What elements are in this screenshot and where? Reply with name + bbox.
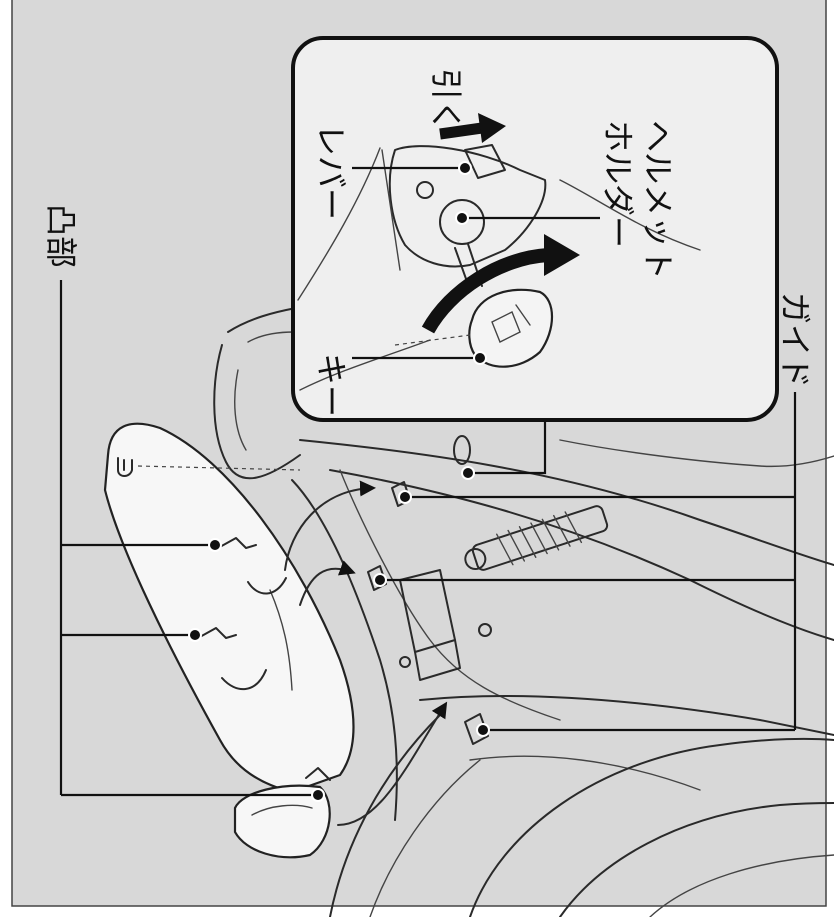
guide-mark-2 <box>367 565 387 591</box>
label-helmet-holder-line2: ホルダー <box>599 120 637 248</box>
seat-main <box>103 422 355 794</box>
seat-hook-curve-2 <box>221 669 267 691</box>
motorcycle-body <box>213 307 834 917</box>
leader-dot-protrusion-1 <box>208 538 222 552</box>
protrusion-mark-3 <box>305 767 331 781</box>
rear-tire-middle <box>559 802 834 917</box>
frame-rail-lower <box>329 469 834 641</box>
helmet-holder-body <box>388 145 547 268</box>
key-logo <box>491 304 531 343</box>
lower-panel <box>469 755 701 791</box>
inner-body-line <box>339 469 561 721</box>
shock-eye <box>464 548 487 571</box>
protrusion-mark-1 <box>217 537 257 549</box>
leader-dot-guide-1 <box>398 490 412 504</box>
helmet-holder-bracket <box>381 149 401 271</box>
leader-dot-key <box>473 351 487 365</box>
label-helmet-holder-line1: ヘルメット <box>639 120 677 280</box>
seat-logo-icon <box>117 457 133 477</box>
seat-logo-dashed-line <box>137 465 301 471</box>
holder-cylinder <box>439 199 485 245</box>
rear-cowl-edge <box>213 344 301 480</box>
leader-dot-guide-3 <box>476 723 490 737</box>
body-panel-line <box>559 439 834 468</box>
label-key: キー <box>312 353 350 417</box>
fitting-arrow-2 <box>299 560 356 606</box>
fitting-arrows <box>284 480 448 826</box>
label-pull: 引く <box>427 68 465 132</box>
leader-dot-protrusion-3 <box>311 788 325 802</box>
inset-body-line-1 <box>297 147 381 301</box>
leader-dot-guide-2 <box>373 573 387 587</box>
inset-body-line-3 <box>559 179 701 251</box>
seat-tail <box>233 784 331 859</box>
swingarm <box>419 695 834 736</box>
pull-arrow <box>439 122 483 140</box>
leader-lines <box>59 161 797 802</box>
inset-detail <box>291 36 779 422</box>
leader-dot-lever <box>458 161 472 175</box>
leader-dot-protrusion-2 <box>188 628 202 642</box>
inset-box <box>291 36 779 422</box>
guide-leader <box>380 392 797 732</box>
shock-body <box>471 505 609 571</box>
rear-underside-1 <box>329 714 441 917</box>
protrusion-leader <box>59 280 318 797</box>
seat-contour <box>269 589 293 691</box>
battery-box-side <box>414 639 461 681</box>
guide-mark-3 <box>464 713 489 745</box>
shock-coils <box>496 511 583 566</box>
tail-light <box>247 331 295 343</box>
bolt-1 <box>478 623 492 637</box>
rear-cowl-top <box>227 307 297 333</box>
key-slot-leader <box>468 420 547 475</box>
labels: 凸部 レバー 引く ヘルメット ホルダー キー ガイド <box>42 68 814 417</box>
label-lever: レバー <box>312 124 350 220</box>
leader-dot-helmet-holder <box>455 211 469 225</box>
lever <box>464 144 506 179</box>
seat <box>103 422 355 859</box>
fender-curve <box>291 479 398 821</box>
rear-shock-absorber <box>464 505 609 571</box>
rear-cowl-inner <box>234 369 247 451</box>
rear-underside-2 <box>369 759 481 917</box>
seat-tail-inner <box>251 804 313 816</box>
fitting-arrow-1 <box>284 480 376 571</box>
turn-arrow <box>421 248 549 334</box>
inset-body-line-2 <box>299 339 431 391</box>
label-protrusion: 凸部 <box>42 204 80 268</box>
bolt-2 <box>399 656 411 668</box>
key-fob <box>468 288 553 368</box>
holder-bolt <box>416 181 434 199</box>
fitting-arrow-3 <box>337 701 448 826</box>
key-slot <box>453 435 471 465</box>
seat-hook-curve-1 <box>247 577 287 595</box>
pull-arrowhead <box>478 113 506 143</box>
rear-tire-inner <box>649 854 834 917</box>
label-guide: ガイド <box>776 292 814 388</box>
protrusion-mark-2 <box>197 627 237 639</box>
leader-dot-key-slot <box>461 466 475 480</box>
rear-tire-outer <box>469 737 834 917</box>
turn-arrowhead <box>544 234 580 276</box>
